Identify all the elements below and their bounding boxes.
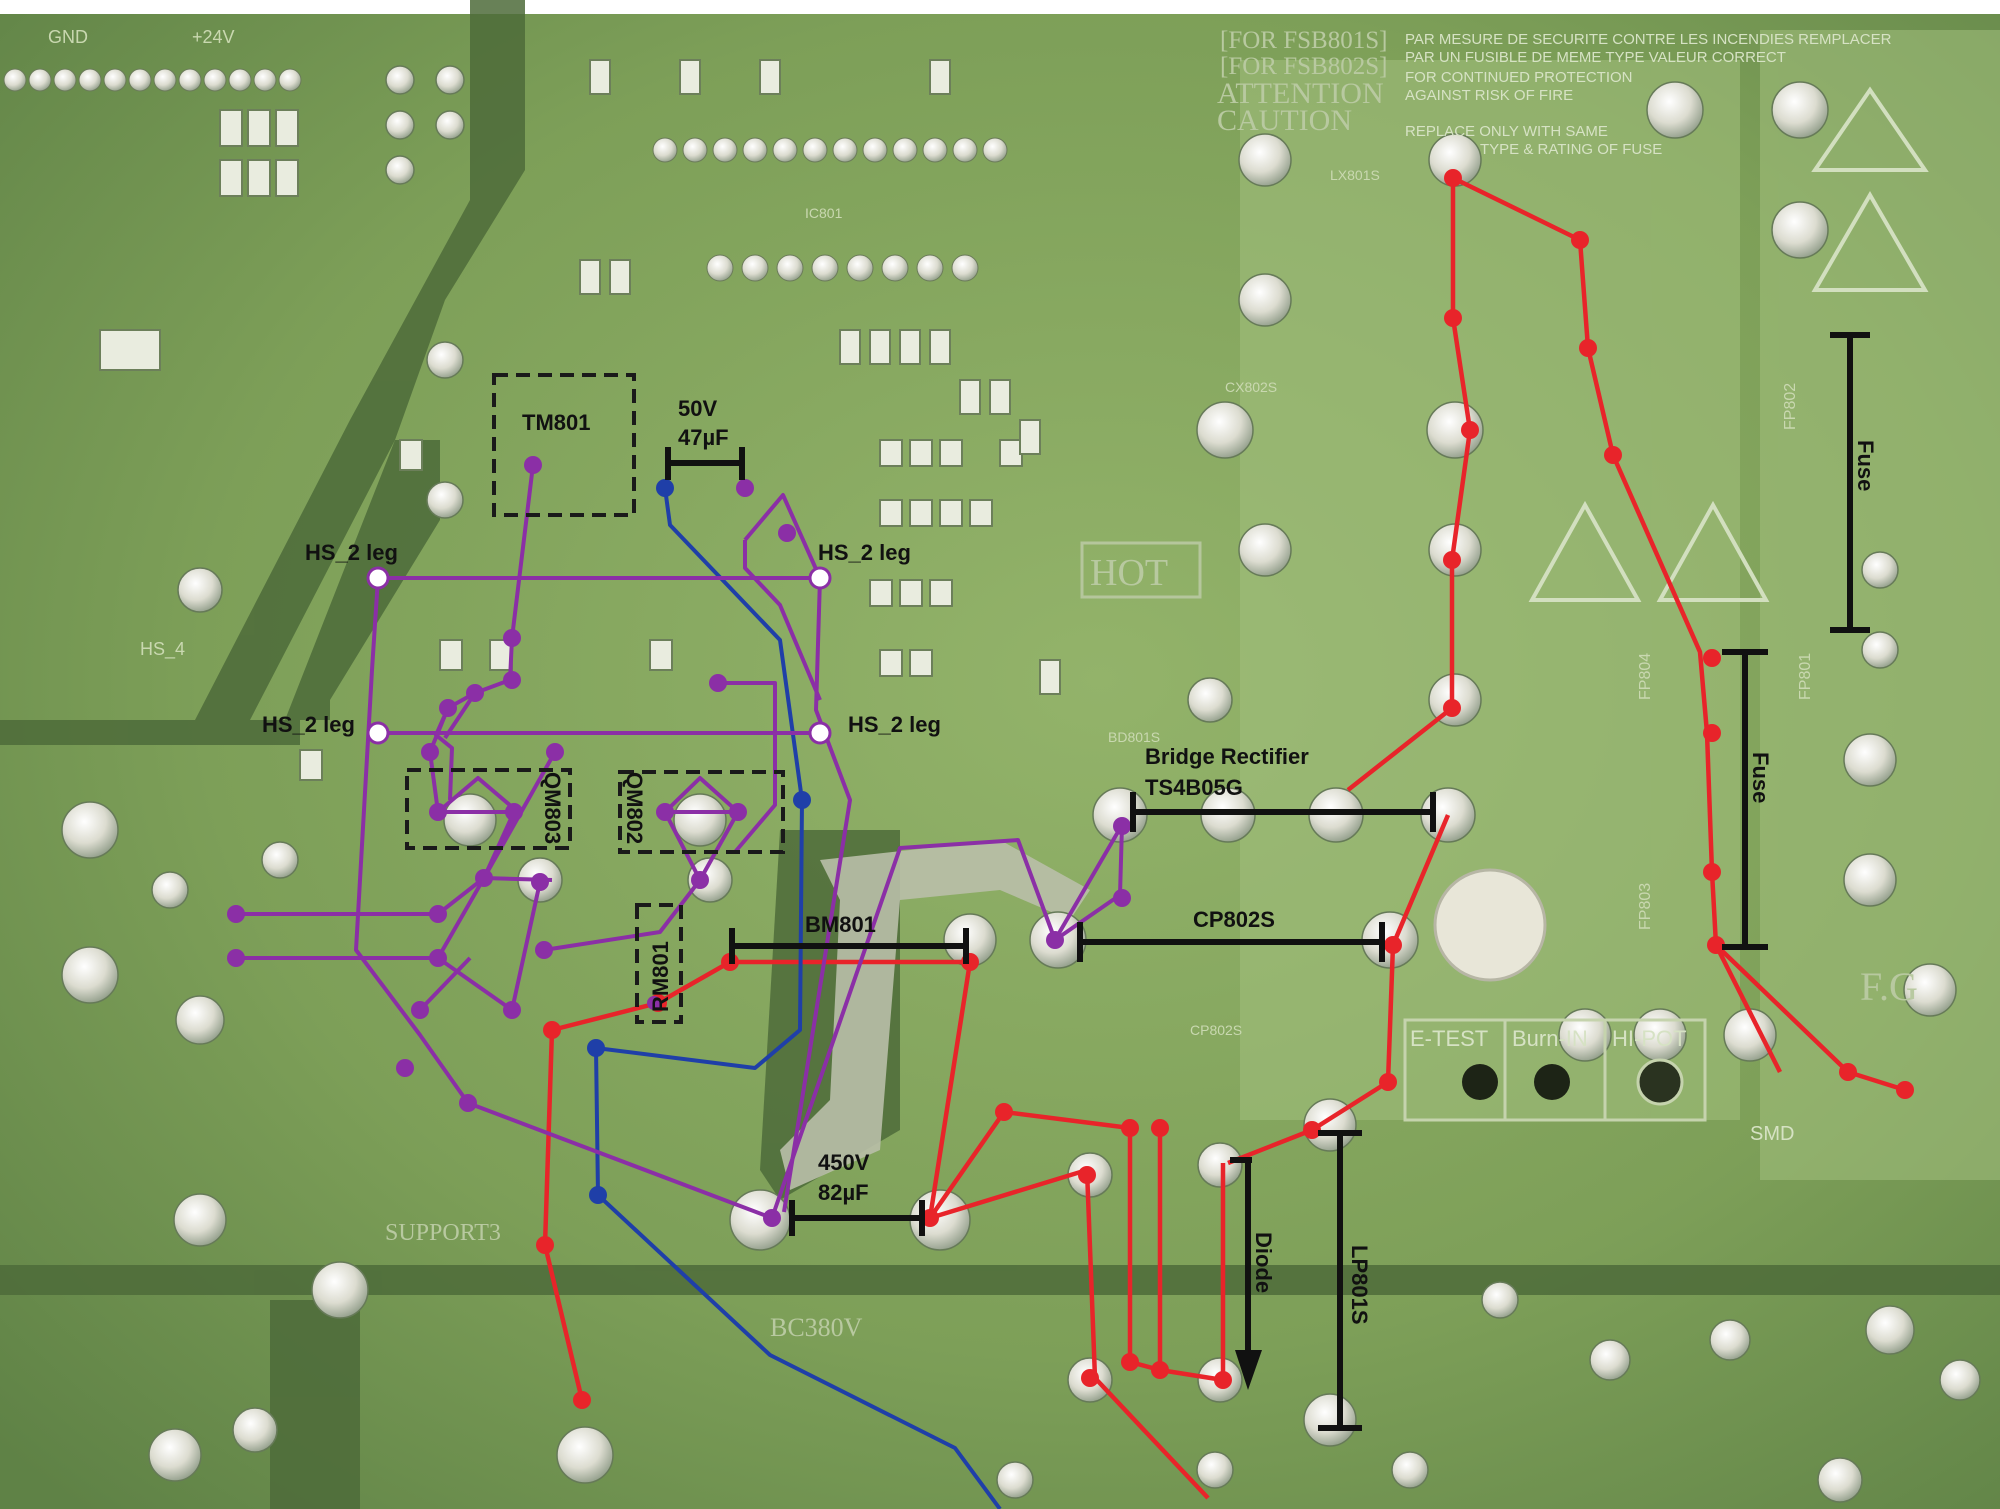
silk-en1: FOR CONTINUED PROTECTION — [1405, 69, 1633, 86]
silk-fg: F.G — [1860, 964, 1918, 1009]
silk-bc380v: BC380V — [770, 1313, 863, 1342]
label-cap-big-value: 82µF — [818, 1180, 869, 1205]
silk-for1: [FOR FSB801S] — [1220, 27, 1387, 54]
silk-ic801: IC801 — [805, 205, 843, 221]
silk-support3: SUPPORT3 — [385, 1220, 501, 1246]
silk-etest: E-TEST — [1410, 1026, 1488, 1051]
silk-en3: REPLACE ONLY WITH SAME — [1405, 123, 1608, 140]
white-grommet — [1433, 868, 1547, 982]
silkscreen: GND +24V [FOR FSB801S] [FOR FSB802S] ATT… — [48, 27, 1918, 1342]
silk-lx801s: LX801S — [1330, 167, 1380, 183]
label-hs-top-left: HS_2 leg — [305, 540, 398, 565]
purple-nodes — [227, 456, 1131, 1227]
label-fuse-lower: Fuse — [1748, 752, 1773, 803]
smd-components — [99, 59, 1061, 781]
silk-gnd: GND — [48, 27, 88, 47]
rm801-box — [635, 903, 683, 1024]
silk-en2: AGAINST RISK OF FIRE — [1405, 87, 1573, 104]
silk-for2: [FOR FSB802S] — [1220, 53, 1387, 80]
label-cap-small-voltage: 50V — [678, 396, 717, 421]
label-hs-top-right: HS_2 leg — [818, 540, 911, 565]
silk-smd: SMD — [1750, 1123, 1794, 1145]
silk-hs4: HS_4 — [140, 639, 185, 660]
silk-fr2: PAR UN FUSIBLE DE MEME TYPE VALEUR CORRE… — [1405, 49, 1786, 66]
silk-fp801: FP801 — [1797, 653, 1814, 700]
annotations: TM801 50V 47µF HS_2 leg HS_2 leg HS_2 le… — [262, 396, 1878, 1325]
blue-nodes — [587, 479, 811, 1204]
measurement-bars — [665, 332, 1870, 1431]
silk-attention: ATTENTION — [1217, 77, 1384, 110]
silk-cp802s: CP802S — [1190, 1022, 1242, 1038]
label-bridge-line2: TS4B05G — [1145, 775, 1243, 800]
label-hs-mid-right: HS_2 leg — [848, 712, 941, 737]
silk-en4: TYPE & RATING OF FUSE — [1480, 141, 1662, 158]
silk-cx802s: CX802S — [1225, 379, 1277, 395]
silk-fp804: FP804 — [1637, 653, 1654, 700]
label-bm801: BM801 — [805, 912, 876, 937]
photo-border-top — [0, 0, 2000, 14]
label-cap-small-value: 47µF — [678, 425, 729, 450]
label-hs-mid-left: HS_2 leg — [262, 712, 355, 737]
tm801-box — [492, 373, 636, 517]
label-lp801s: LP801S — [1347, 1245, 1372, 1325]
ic801-pins — [3, 68, 1008, 282]
red-nodes — [536, 169, 1914, 1409]
qm803-box — [405, 768, 572, 850]
silk-hipot: HI-POT — [1612, 1026, 1687, 1051]
blue-traces — [594, 487, 1002, 1509]
silk-hot: HOT — [1090, 552, 1168, 594]
silk-24v: +24V — [192, 27, 235, 47]
silk-fp802: FP802 — [1782, 383, 1799, 430]
hs-leg-markers — [366, 566, 832, 745]
test-points — [1403, 1018, 1707, 1122]
label-cp802s: CP802S — [1193, 907, 1275, 932]
label-cap-big-voltage: 450V — [818, 1150, 870, 1175]
qm802-box — [618, 770, 785, 854]
warning-triangles — [1528, 86, 1929, 602]
label-tm801: TM801 — [522, 410, 590, 435]
silk-caution: CAUTION — [1217, 104, 1352, 137]
silk-fr1: PAR MESURE DE SECURITE CONTRE LES INCEND… — [1405, 31, 1892, 48]
label-qm802: QM802 — [622, 772, 647, 844]
label-rm801: RM801 — [648, 941, 673, 1012]
label-diode: Diode — [1251, 1232, 1276, 1293]
label-qm803: QM803 — [540, 772, 565, 844]
component-boxes — [405, 373, 785, 1024]
silk-burnin: Burn-IN — [1512, 1026, 1588, 1051]
diode-arrow-head — [1235, 1350, 1262, 1390]
silk-bd801s: BD801S — [1108, 729, 1160, 745]
silver-trace — [780, 840, 1090, 1190]
label-fuse-upper: Fuse — [1853, 440, 1878, 491]
silk-fp803: FP803 — [1637, 883, 1654, 930]
label-bridge-line1: Bridge Rectifier — [1145, 744, 1309, 769]
